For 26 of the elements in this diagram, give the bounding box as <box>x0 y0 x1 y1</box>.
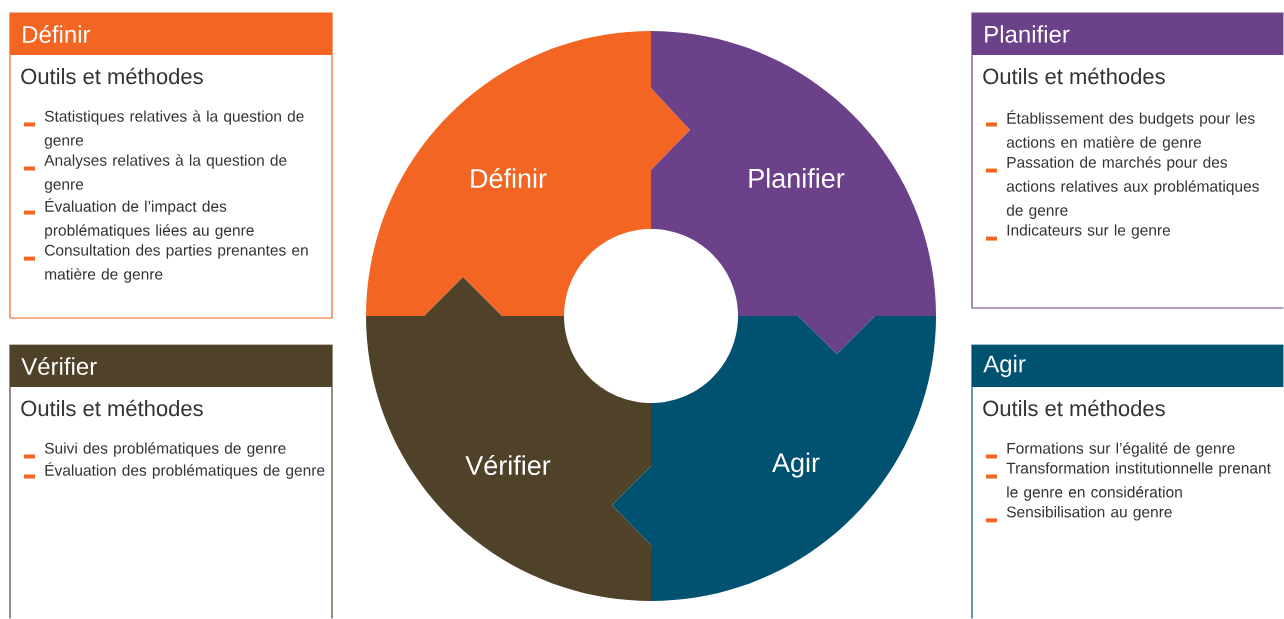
subtitle: Outils et méthodes <box>983 399 1165 417</box>
list-item: Évaluation des problématiques de genre <box>45 462 325 479</box>
box-header: Planifier <box>972 13 1284 55</box>
box-header: Définir <box>10 13 332 55</box>
list-item: Suivi des problématiques de genre <box>44 442 286 457</box>
list-item: Passation de marchés pour des actions relatives aux problématiques de genre <box>1006 156 1259 219</box>
list-item: Transformation institutionnelle prenant le genre en considération <box>1006 462 1271 501</box>
cycle-segment: Planifier <box>651 31 936 354</box>
list-item: Évaluation de l’impact des problématiques liées au genre <box>45 198 254 239</box>
list-item: Consultation des parties prenantes en matière de genre <box>45 244 308 283</box>
box-header: Vérifier <box>10 345 332 387</box>
list-item: Statistiques relatives à la question de genre <box>44 110 304 149</box>
list-item: Analyses relatives à la question de genre <box>44 154 287 193</box>
info-box <box>971 12 1284 309</box>
cycle-segment: Vérifier <box>366 277 651 601</box>
subtitle: Outils et méthodes <box>21 67 203 85</box>
subtitle: Outils et méthodes <box>21 399 203 417</box>
list-item: Indicateurs sur le genre <box>1007 224 1171 239</box>
list-item: Formations sur l’égalité de genre <box>1007 442 1235 457</box>
info-box <box>9 12 333 319</box>
list-item: Établissement des budgets pour les actions en matière de genre <box>1006 110 1255 151</box>
list-item: Sensibilisation au genre <box>1006 506 1172 521</box>
subtitle: Outils et méthodes <box>983 67 1165 85</box>
cycle-segment: Définir <box>366 31 690 316</box>
cycle-segment: Agir <box>612 316 936 601</box>
box-header: Agir <box>972 345 1284 387</box>
